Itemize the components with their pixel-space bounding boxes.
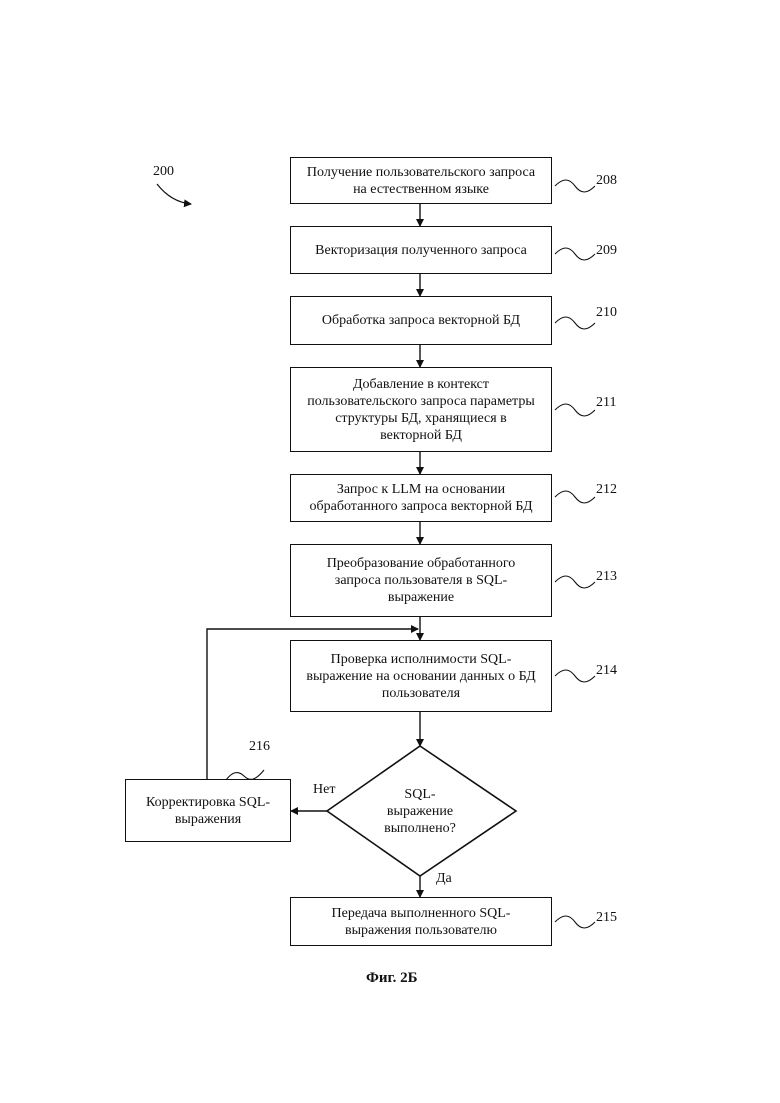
step-211-text: Добавление в контекст пользовательского … (307, 376, 535, 444)
step-210-text: Обработка запроса векторной БД (322, 312, 520, 329)
step-214-ref: 214 (596, 663, 617, 679)
leader-211 (555, 404, 595, 416)
step-212-box: Запрос к LLM на основании обработанного … (290, 474, 552, 522)
leader-213 (555, 576, 595, 588)
decision-yes-label: Да (436, 871, 452, 887)
step-212-text: Запрос к LLM на основании обработанного … (310, 481, 533, 515)
step-209-box: Векторизация полученного запроса (290, 226, 552, 274)
step-216-ref: 216 (249, 739, 270, 755)
decision-text: SQL- выражение выполнено? (357, 781, 483, 841)
step-208-box: Получение пользовательского запроса на е… (290, 157, 552, 204)
step-213-ref: 213 (596, 569, 617, 585)
step-211-box: Добавление в контекст пользовательского … (290, 367, 552, 452)
step-216-box: Корректировка SQL- выражения (125, 779, 291, 842)
step-211-ref: 211 (596, 395, 616, 411)
decision-no-label: Нет (313, 782, 335, 798)
leader-212 (555, 491, 595, 503)
step-209-ref: 209 (596, 243, 617, 259)
leader-208 (555, 180, 595, 192)
step-215-text: Передача выполненного SQL- выражения пол… (332, 905, 511, 939)
leader-215 (555, 916, 595, 928)
step-213-text: Преобразование обработанного запроса пол… (327, 555, 516, 606)
step-215-box: Передача выполненного SQL- выражения пол… (290, 897, 552, 946)
step-209-text: Векторизация полученного запроса (315, 242, 527, 259)
figure-caption: Фиг. 2Б (366, 970, 418, 987)
step-210-ref: 210 (596, 305, 617, 321)
step-215-ref: 215 (596, 910, 617, 926)
figure-reference-number: 200 (153, 164, 174, 180)
step-208-text: Получение пользовательского запроса на е… (307, 164, 535, 198)
step-210-box: Обработка запроса векторной БД (290, 296, 552, 345)
leader-209 (555, 248, 595, 260)
step-214-text: Проверка исполнимости SQL- выражение на … (306, 651, 535, 702)
step-216-text: Корректировка SQL- выражения (146, 794, 270, 828)
step-212-ref: 212 (596, 482, 617, 498)
leader-214 (555, 670, 595, 682)
figure-pointer-arrow (157, 184, 191, 204)
step-208-ref: 208 (596, 173, 617, 189)
step-214-box: Проверка исполнимости SQL- выражение на … (290, 640, 552, 712)
step-213-box: Преобразование обработанного запроса пол… (290, 544, 552, 617)
leader-210 (555, 317, 595, 329)
